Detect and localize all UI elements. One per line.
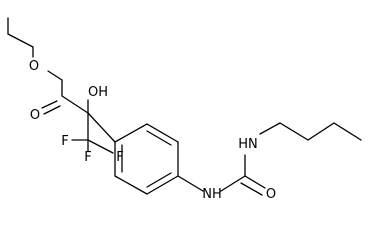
bond-ring-inner-3	[146, 130, 172, 146]
bond-ethyl-ch2	[7, 33, 34, 48]
bond-carbonyl-3	[43, 105, 61, 115]
bond-ring-nh	[177, 175, 204, 192]
bond-nh-urea-carbon	[220, 175, 246, 192]
bond-nh-butyl-1	[259, 122, 281, 135]
bond-carbonyl-quaternary	[61, 95, 89, 114]
atom-fluorine-top: F	[116, 150, 123, 165]
bond-ring-2	[114, 175, 148, 195]
bond-urea-co-2	[240, 182, 263, 196]
atom-ester-oxygen: O	[29, 59, 39, 74]
bond-ring-5	[146, 123, 179, 143]
atom-lower-nh: NH	[202, 187, 222, 202]
atom-carbonyl-oxygen: O	[30, 108, 40, 123]
bond-butyl-3	[307, 122, 335, 141]
bond-cf3-f-top	[87, 139, 114, 154]
atom-urea-oxygen: O	[266, 187, 276, 202]
atom-hydroxyl: OH	[88, 85, 108, 100]
structure-canvas: O O OH F F F HN NH O	[7, 17, 362, 202]
bond-quaternary-ring	[87, 112, 116, 143]
bond-ring-6	[114, 123, 148, 143]
bond-urea-co-1	[244, 175, 266, 189]
chemical-structure-diagram: O O OH F F F HN NH O	[7, 17, 362, 202]
bond-ring-3	[146, 175, 179, 195]
atom-fluorine-mid: F	[84, 150, 91, 165]
atom-upper-nh: HN	[238, 137, 258, 152]
bond-ester-o-carbon	[47, 70, 63, 81]
bond-ring-inner-2	[146, 172, 172, 188]
bond-butyl-4	[333, 122, 362, 141]
atom-fluorine-left: F	[61, 134, 68, 149]
bond-butyl-2	[279, 122, 309, 141]
bond-carbonyl-2	[41, 100, 58, 109]
